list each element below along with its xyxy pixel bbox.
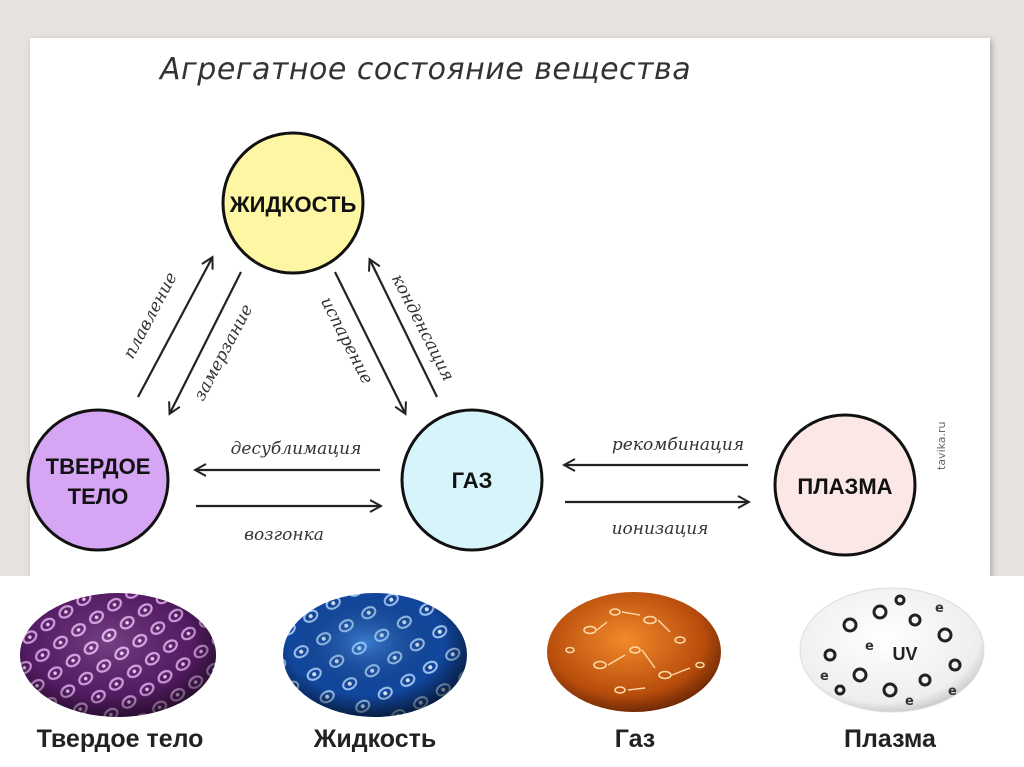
svg-text:e: e xyxy=(905,694,914,709)
diagram-title: Агрегатное состояние вещества xyxy=(160,52,692,87)
melting-label: плавление xyxy=(119,269,181,362)
gas-state-label: ГАЗ xyxy=(452,468,493,493)
svg-text:e: e xyxy=(935,601,944,616)
sublimation-label: возгонка xyxy=(244,525,324,545)
plasma-state-circle xyxy=(773,413,917,557)
solid-state-label-line1: ТВЕРДОЕ xyxy=(46,454,151,479)
svg-text:e: e xyxy=(865,639,874,654)
solid-state-circle xyxy=(26,408,170,552)
liquid-sphere-image xyxy=(283,593,467,717)
bottom-label-liquid: Жидкость xyxy=(313,725,437,753)
svg-text:e: e xyxy=(948,684,957,699)
freezing-arrow xyxy=(170,271,242,413)
evaporation-arrow xyxy=(334,271,405,413)
solid-state-label-line2: ТЕЛО xyxy=(68,484,129,509)
plasma-state-label: ПЛАЗМА xyxy=(797,474,892,499)
desublimation-label: десублимация xyxy=(231,439,362,459)
svg-text:e: e xyxy=(820,669,829,684)
evaporation-label: испарение xyxy=(316,294,377,387)
gas-sphere-image xyxy=(547,592,721,712)
solid-sphere-image xyxy=(20,593,216,717)
recombination-label: рекомбинация xyxy=(612,435,744,455)
bottom-label-gas: Газ xyxy=(614,725,656,753)
condensation-arrow xyxy=(370,260,438,398)
watermark: tavika.ru xyxy=(935,421,948,470)
melting-arrow xyxy=(137,258,212,398)
ionization-label: ионизация xyxy=(612,519,709,539)
liquid-state-label: ЖИДКОСТЬ xyxy=(229,192,357,217)
plasma-sphere-uv-label: UV xyxy=(892,644,917,664)
liquid-state-circle xyxy=(221,131,365,275)
gas-state-circle xyxy=(400,408,544,552)
bottom-label-solid: Твердое тело xyxy=(36,725,204,753)
bottom-label-plasma: Плазма xyxy=(844,725,936,753)
plasma-sphere-image: e e e e e UV xyxy=(799,587,985,713)
